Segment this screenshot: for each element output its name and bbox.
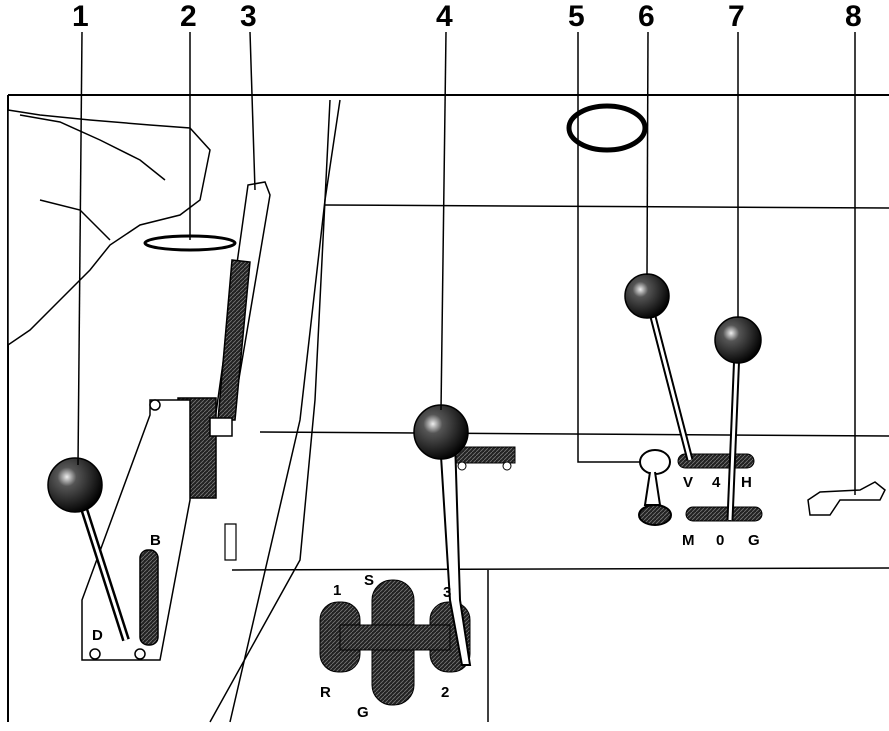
lever4-bracket (454, 446, 516, 464)
callout-4: 4 (436, 0, 453, 33)
gear-label-g: G (357, 704, 369, 721)
loop-lever-5 (638, 449, 672, 526)
lever1-base-plate (81, 399, 191, 661)
callout-8: 8 (845, 0, 862, 33)
seat (7, 109, 211, 347)
callout-lines (77, 31, 856, 495)
cabin-floor (7, 94, 889, 723)
gear-label-2: 2 (441, 684, 449, 701)
transfer-label-4: 4 (712, 474, 721, 491)
callout-5: 5 (568, 0, 585, 33)
lever1-label-b: B (150, 532, 161, 549)
round-plate-5 (566, 103, 648, 153)
transfer-label-h: H (741, 474, 752, 491)
knob-8 (807, 481, 886, 516)
transfer-label-0: 0 (716, 532, 724, 549)
lever1-label-d: D (92, 627, 103, 644)
transfer-label-v: V (683, 474, 693, 491)
gear-label-s: S (364, 572, 374, 589)
lever-1 (47, 457, 130, 642)
callout-1: 1 (72, 0, 89, 33)
callout-2: 2 (180, 0, 197, 33)
callout-3: 3 (240, 0, 257, 33)
callout-7: 7 (728, 0, 745, 33)
transfer-label-g: G (748, 532, 760, 549)
handbrake-lever-3 (177, 181, 271, 499)
gear-label-3: 3 (443, 584, 451, 601)
lever-6 (624, 273, 694, 461)
lever-7 (714, 316, 762, 521)
gear-label-r: R (320, 684, 331, 701)
gear-label-1: 1 (333, 582, 341, 599)
callout-6: 6 (638, 0, 655, 33)
transfer-label-m: M (682, 532, 695, 549)
